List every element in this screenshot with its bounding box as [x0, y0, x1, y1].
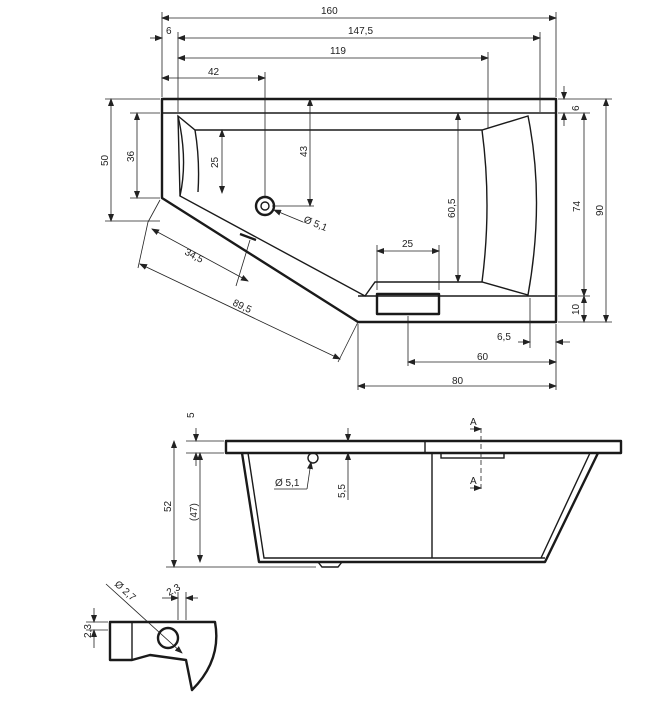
dim-2-3-horiz: 2,3 — [165, 582, 183, 599]
dim-5-5: 5,5 — [337, 484, 348, 498]
drain-outlet — [317, 561, 343, 568]
dim-43: 43 — [299, 145, 310, 157]
dim-89-5: 89,5 — [231, 298, 254, 316]
dim-47: (47) — [189, 503, 200, 521]
dim-diam-5-1-side: Ø 5,1 — [275, 478, 300, 489]
dim-52: 52 — [163, 500, 174, 512]
dim-2-3-vert: 2,3 — [83, 624, 94, 638]
drain-circle — [254, 195, 276, 217]
top-view: 160 6 147,5 119 42 25 43 50 36 Ø 5 — [100, 6, 612, 390]
drain-slot — [239, 232, 257, 242]
dim-74: 74 — [572, 200, 583, 212]
detail-hole — [156, 626, 180, 650]
tub-rim-side — [224, 439, 623, 455]
dim-36: 36 — [126, 150, 137, 162]
dim-diam-5-1-top: Ø 5,1 — [302, 215, 329, 235]
tub-basin — [177, 114, 538, 297]
dim-147-5: 147,5 — [348, 26, 373, 37]
tub-inner-rim — [161, 112, 556, 198]
dim-60: 60 — [477, 352, 489, 363]
overflow-box — [375, 292, 441, 316]
tub-outline-top — [160, 97, 558, 324]
detail-view: Ø 2,7 2,3 2,3 — [83, 579, 218, 692]
section-a-top: A — [470, 417, 477, 428]
dim-50: 50 — [100, 154, 111, 166]
dim-90: 90 — [595, 204, 606, 216]
dim-25-vert: 25 — [210, 156, 221, 168]
dim-6-right: 6 — [571, 105, 582, 111]
dim-160: 160 — [321, 6, 338, 17]
dim-6-5: 6,5 — [497, 332, 511, 343]
dim-diam-2-7: Ø 2,7 — [112, 579, 138, 604]
dim-42: 42 — [208, 67, 220, 78]
side-view: 5 52 (47) Ø 5,1 5,5 A A — [163, 412, 623, 568]
dim-25-horiz: 25 — [402, 239, 414, 250]
dim-80: 80 — [452, 376, 464, 387]
tub-body-side — [240, 452, 600, 564]
dim-10: 10 — [571, 303, 582, 315]
section-a-bottom: A — [470, 476, 477, 487]
detail-profile — [108, 620, 218, 692]
dim-119: 119 — [330, 46, 346, 57]
dim-34-5: 34,5 — [183, 247, 206, 266]
dim-60-5: 60,5 — [447, 198, 458, 218]
dim-6-top: 6 — [166, 26, 172, 37]
overflow-hole — [307, 452, 319, 464]
dim-5: 5 — [186, 412, 197, 418]
